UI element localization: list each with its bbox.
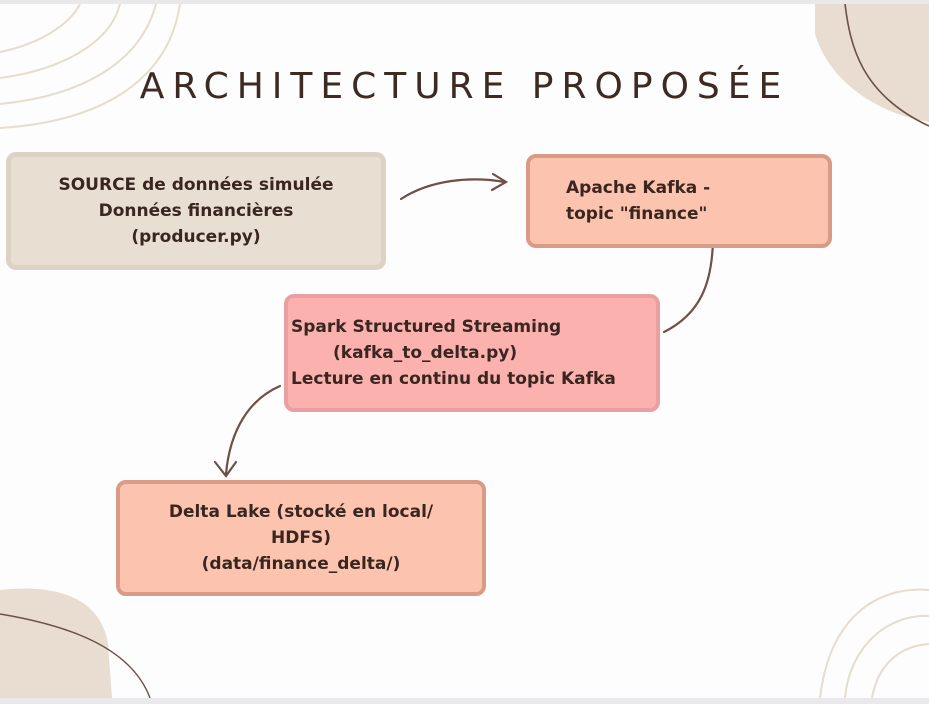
node-source-line-2: Données financières (98, 201, 294, 221)
node-spark-line-1: Spark Structured Streaming (291, 317, 562, 337)
node-source-line-3: (producer.py) (131, 227, 261, 247)
arrowhead-source-to-kafka (490, 172, 509, 192)
curve-bottom-left (0, 613, 151, 698)
blob-top-right (815, 4, 929, 122)
node-source: SOURCE de données simulée Données financ… (6, 152, 386, 270)
swirl-top-left (0, 4, 181, 129)
node-kafka-line-1: Apache Kafka - (566, 178, 711, 198)
node-kafka: Apache Kafka - topic "finance" (526, 154, 832, 248)
page-title: ARCHITECTURE PROPOSÉE (139, 66, 790, 107)
swirl-bottom-right (819, 588, 929, 698)
connectors (213, 172, 715, 478)
arrow-spark-to-delta (224, 384, 282, 476)
arrowhead-spark-to-delta (213, 460, 238, 478)
node-delta: Delta Lake (stocké en local/ HDFS) (data… (116, 480, 486, 596)
curve-top-right (844, 4, 929, 127)
node-delta-line-3: (data/finance_delta/) (201, 554, 401, 574)
node-spark: Spark Structured Streaming (kafka_to_del… (284, 294, 660, 412)
node-delta-line-2: HDFS) (271, 528, 331, 548)
node-spark-line-2: (kafka_to_delta.py) (333, 343, 518, 363)
node-spark-line-3: Lecture en continu du topic Kafka (291, 369, 616, 389)
slide: ARCHITECTURE PROPOSÉE SOURCE de données … (0, 4, 929, 698)
decorative-background (0, 4, 929, 698)
blob-bottom-left (0, 588, 112, 698)
node-source-line-1: SOURCE de données simulée (58, 175, 334, 195)
node-kafka-line-2: topic "finance" (566, 204, 708, 224)
connector-kafka-to-spark (662, 238, 715, 334)
arrow-source-to-kafka (399, 178, 507, 201)
node-delta-line-1: Delta Lake (stocké en local/ (168, 502, 434, 522)
